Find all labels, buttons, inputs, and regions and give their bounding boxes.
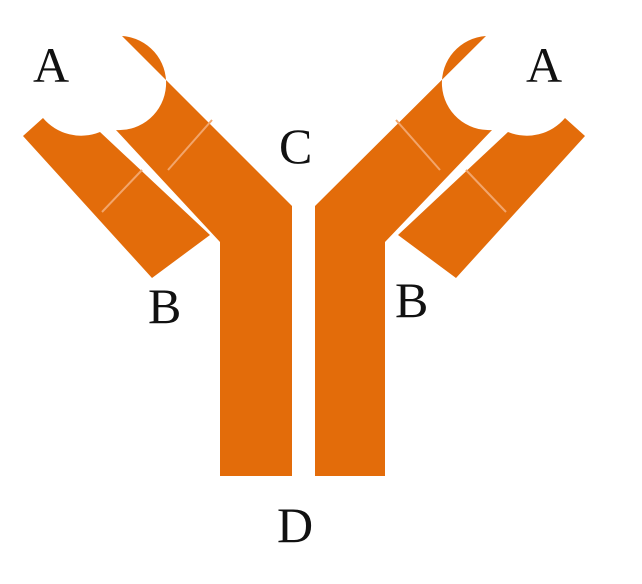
- left-heavy-domain-divider: [167, 119, 213, 171]
- label-a-left: A: [33, 37, 69, 93]
- label-c: C: [279, 118, 312, 174]
- label-a-right: A: [526, 37, 562, 93]
- label-d: D: [277, 497, 313, 553]
- label-b-right: B: [395, 272, 428, 328]
- left-light-domain-divider: [101, 169, 143, 213]
- left-heavy-chain: [116, 36, 292, 476]
- right-heavy-domain-divider: [395, 119, 441, 171]
- label-b-left: B: [148, 278, 181, 334]
- right-light-domain-divider: [465, 169, 507, 213]
- right-heavy-chain: [315, 36, 492, 476]
